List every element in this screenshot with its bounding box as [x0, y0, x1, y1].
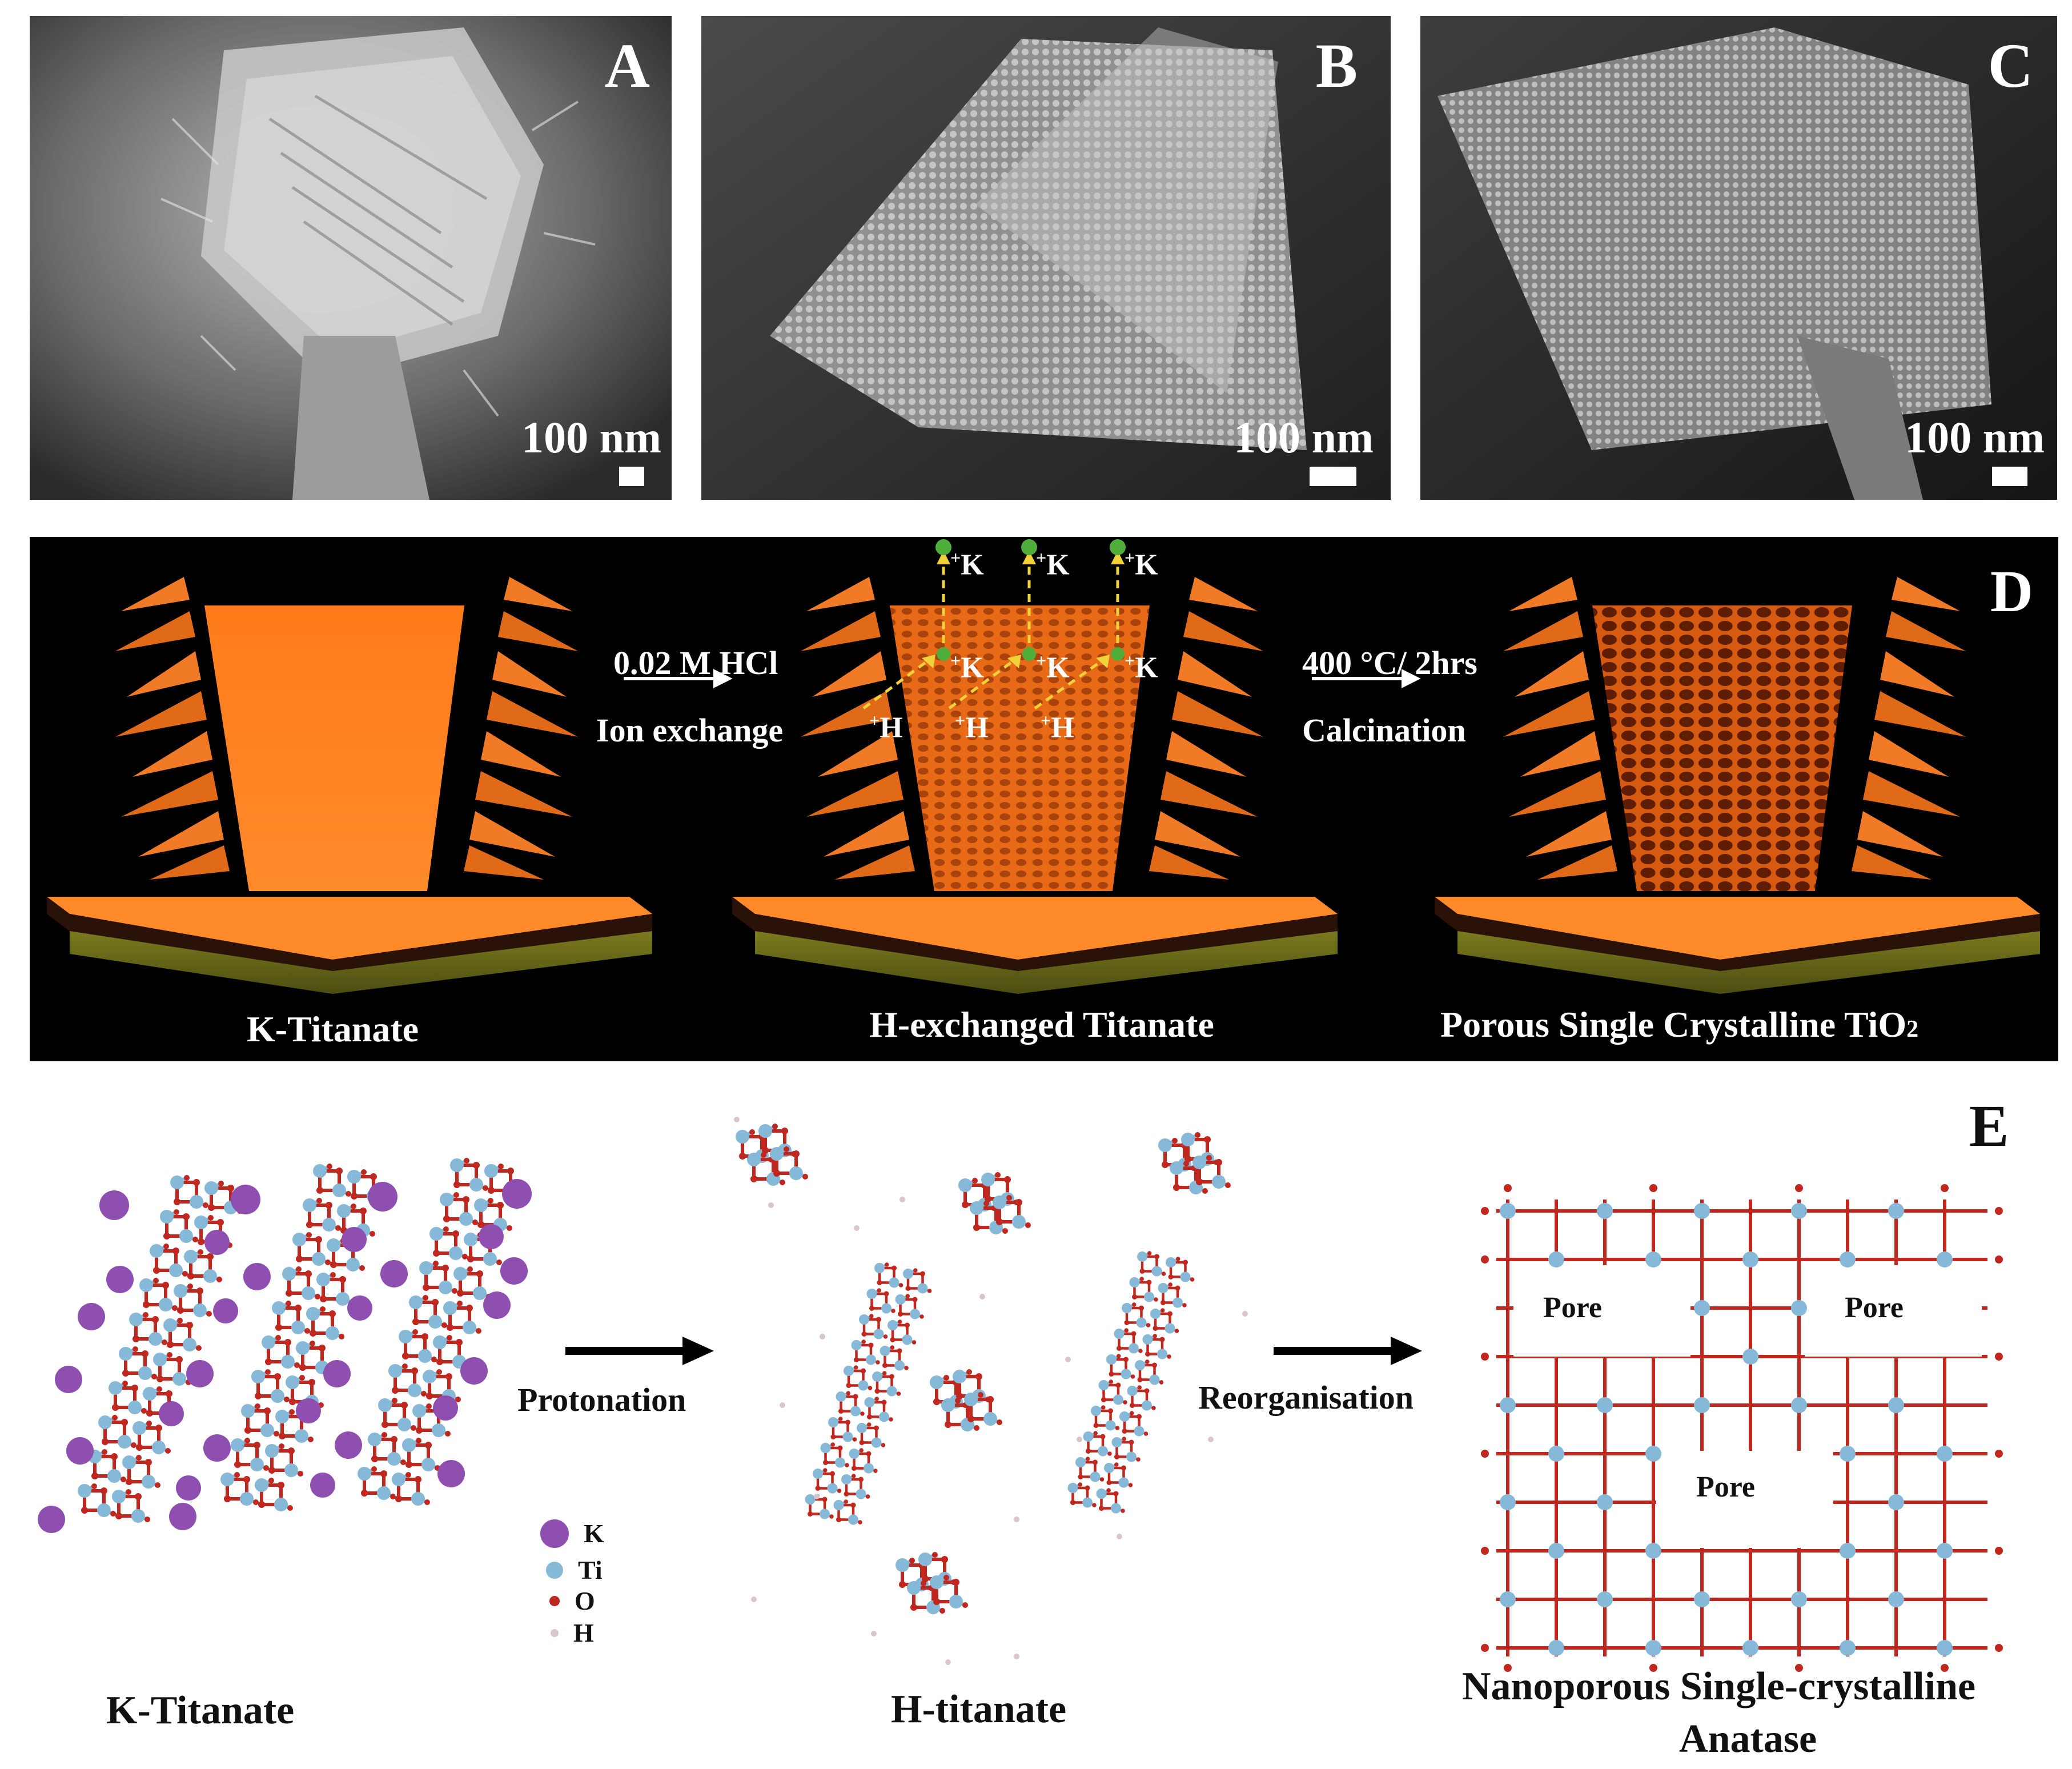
scale-label-c: 100 nm: [1905, 412, 2045, 462]
ion-k-top-1: +K: [950, 547, 984, 581]
pore-label-3: Pore: [1696, 1471, 1755, 1503]
ion-k-top-2: +K: [1036, 547, 1070, 581]
sem-panel-a: A 100 nm: [30, 16, 672, 500]
pore-label-2: Pore: [1845, 1291, 1904, 1324]
panel-label-a: A: [604, 31, 650, 101]
k-titanate-structure: [38, 1158, 532, 1533]
schematic-illustration: [47, 539, 2040, 994]
caption-e-h-titanate: H-titanate: [891, 1687, 1067, 1731]
k-atom-icon: [540, 1519, 569, 1548]
sem-image-c: [1420, 16, 2057, 500]
caption-e-anatase: Anatase: [1679, 1717, 1817, 1761]
legend-h-label: H: [573, 1618, 594, 1647]
ion-h-3: +H: [1041, 710, 1074, 744]
step-protonation: Protonation: [517, 1381, 686, 1418]
panel-label-d: D: [1990, 559, 2033, 624]
schematic-panel-d: D 0.02 M HCl Ion exchange 400 °C/ 2hrs C…: [30, 537, 2058, 1061]
legend-ti-label: Ti: [578, 1555, 603, 1585]
crystal-structures: [38, 1117, 2003, 1672]
ion-k-mid-3: +K: [1125, 650, 1158, 684]
anatase-structure: [1481, 1184, 2003, 1672]
legend-o: O: [549, 1586, 595, 1616]
legend-h: H: [551, 1618, 594, 1648]
step-reorganisation: Reorganisation: [1198, 1379, 1414, 1416]
caption-h-exchanged-titanate: H-exchanged Titanate: [869, 1004, 1214, 1045]
ion-exchange-condition: 0.02 M HCl: [613, 644, 778, 681]
scale-label-b: 100 nm: [1234, 412, 1374, 462]
legend-k: K: [540, 1518, 604, 1549]
caption-e-nanoporous: Nanoporous Single-crystalline: [1462, 1664, 1976, 1708]
scale-bar-c: [1992, 467, 2027, 486]
legend-k-label: K: [584, 1519, 604, 1548]
pore-label-1: Pore: [1543, 1291, 1602, 1324]
calcination-label: Calcination: [1302, 712, 1466, 749]
h-titanate-structure: [734, 1117, 1248, 1665]
o-atom-icon: [549, 1595, 560, 1606]
panel-label-e: E: [1969, 1093, 2009, 1159]
sem-image-b: [701, 16, 1391, 500]
ion-k-top-3: +K: [1125, 547, 1158, 581]
sem-panel-c: C 100 nm: [1420, 16, 2057, 500]
caption-k-titanate: K-Titanate: [247, 1009, 419, 1049]
ion-h-1: +H: [869, 710, 903, 744]
legend-ti: Ti: [546, 1555, 603, 1585]
ion-k-mid-1: +K: [950, 650, 984, 684]
ion-h-2: +H: [955, 710, 989, 744]
ion-k-mid-2: +K: [1036, 650, 1070, 684]
legend-o-label: O: [575, 1586, 595, 1615]
h-atom-icon: [551, 1628, 559, 1637]
panel-label-b: B: [1315, 31, 1358, 101]
sem-image-a: [30, 16, 672, 500]
ti-atom-icon: [546, 1561, 563, 1579]
caption-e-k-titanate: K-Titanate: [106, 1688, 295, 1732]
panel-label-c: C: [1987, 31, 2033, 101]
scale-bar-a: [619, 467, 644, 486]
scale-label-a: 100 nm: [521, 412, 661, 462]
scale-bar-b: [1310, 467, 1356, 486]
sem-panel-b: B 100 nm: [701, 16, 1391, 500]
caption-porous-tio2: Porous Single Crystalline TiO2: [1440, 1004, 1919, 1045]
ion-exchange-label: Ion exchange: [596, 712, 784, 749]
calcination-condition: 400 °C/ 2hrs: [1302, 644, 1477, 681]
